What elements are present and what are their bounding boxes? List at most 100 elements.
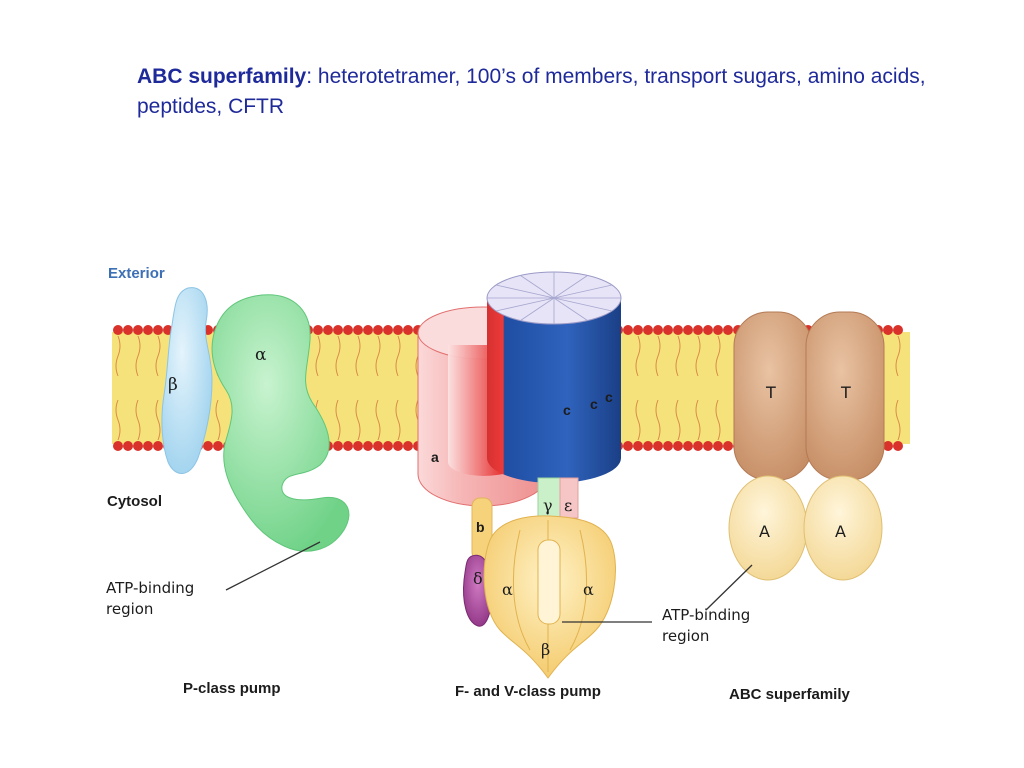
p-atp-binding-label: ATP-binding: [106, 579, 194, 597]
gamma-label: γ: [543, 496, 553, 515]
lipid-head: [333, 441, 343, 451]
lipid-head: [333, 325, 343, 335]
lipid-head: [343, 441, 353, 451]
lipid-head: [403, 325, 413, 335]
b-label: b: [476, 519, 485, 535]
lipid-head: [353, 441, 363, 451]
abc-transporter: T T A A ABC superfamily: [705, 311, 885, 703]
lipid-head: [623, 441, 633, 451]
gamma-shaft: [537, 539, 561, 625]
lipid-head: [363, 441, 373, 451]
c-ring-spoke: [553, 284, 613, 299]
lipid-head: [143, 325, 153, 335]
lipid-head: [403, 441, 413, 451]
lipid-head: [683, 441, 693, 451]
delta-label: δ: [473, 569, 483, 588]
lipid-head: [883, 325, 893, 335]
lipid-head: [113, 325, 123, 335]
epsilon-label: ε: [564, 496, 572, 515]
abc-leader-line: [705, 564, 753, 611]
c-ring-spoke: [553, 297, 588, 321]
lipid-tail: [355, 335, 361, 441]
exterior-label: Exterior: [108, 265, 165, 282]
lipid-tail: [375, 335, 381, 441]
lipid-head: [723, 441, 733, 451]
beta-label: β: [541, 640, 550, 659]
p-atp-leader-line: [225, 541, 321, 591]
a-label: a: [431, 449, 439, 465]
lipid-head: [213, 441, 223, 451]
lipid-head: [323, 325, 333, 335]
lipid-tail: [715, 335, 721, 441]
lipid-tail: [655, 335, 661, 441]
abc-t2-label: T: [840, 383, 851, 402]
lipid-head: [703, 441, 713, 451]
lipid-tail: [395, 335, 401, 441]
c-ring-body: [487, 298, 621, 483]
abc-a1-label: A: [759, 522, 770, 541]
c-ring-spoke: [495, 297, 555, 312]
lipid-head: [383, 325, 393, 335]
lipid-head: [723, 325, 733, 335]
p-region-label: region: [106, 600, 153, 618]
lipid-head: [653, 325, 663, 335]
c-ring-spoke: [553, 297, 613, 312]
abc-a2-label: A: [835, 522, 846, 541]
lipid-head: [123, 325, 133, 335]
lipid-tail: [335, 335, 341, 441]
lipid-tail: [635, 335, 641, 441]
lipid-head: [373, 441, 383, 451]
lipid-tail: [135, 335, 141, 441]
lipid-head: [643, 325, 653, 335]
cytosol-label: Cytosol: [107, 493, 162, 510]
lipid-head: [883, 441, 893, 451]
lipid-head: [703, 325, 713, 335]
lipid-head: [633, 441, 643, 451]
slide-heading: ABC superfamily: heterotetramer, 100’s o…: [137, 62, 987, 122]
lipid-head: [143, 441, 153, 451]
lipid-head: [343, 325, 353, 335]
lipid-head: [313, 325, 323, 335]
lipid-head: [123, 441, 133, 451]
p-beta-label: β: [168, 375, 178, 395]
lipid-tail: [895, 335, 901, 441]
lipid-head: [353, 325, 363, 335]
lipid-head: [673, 441, 683, 451]
p-class-pump: α β ATP-binding region P-class pump: [106, 287, 350, 697]
lipid-head: [693, 325, 703, 335]
lipid-head: [653, 441, 663, 451]
lipid-tail: [695, 335, 701, 441]
lipid-head: [203, 441, 213, 451]
c-label-3: c: [605, 389, 613, 405]
lipid-tail: [675, 335, 681, 441]
p-alpha-subunit: [211, 294, 350, 552]
c-ring-spoke: [553, 275, 588, 299]
p-beta-subunit: [161, 287, 213, 474]
f-v-class-pump: a c c c γ ε b δ α α β ATP-binding region…: [417, 271, 750, 700]
lipid-head: [113, 441, 123, 451]
c-label-1: c: [563, 402, 571, 418]
lipid-head: [893, 441, 903, 451]
lipid-head: [673, 325, 683, 335]
lipid-head: [643, 441, 653, 451]
p-alpha-label: α: [255, 345, 267, 365]
lipid-head: [683, 325, 693, 335]
lipid-head: [133, 441, 143, 451]
lipid-head: [393, 325, 403, 335]
heading-rest: : heterotetramer, 100’s of members, tran…: [137, 65, 926, 118]
c-label-2: c: [590, 396, 598, 412]
fv-class-title: F- and V-class pump: [455, 683, 601, 700]
lipid-head: [363, 325, 373, 335]
lipid-head: [373, 325, 383, 335]
fv-region-label: region: [662, 627, 709, 645]
alpha-left-label: α: [502, 580, 513, 599]
fv-atp-binding-label: ATP-binding: [662, 606, 750, 624]
lipid-head: [663, 441, 673, 451]
c-ring-spoke: [520, 297, 555, 321]
lipid-head: [713, 325, 723, 335]
c-ring-spoke: [495, 284, 555, 299]
c-ring-spokes: [487, 272, 621, 324]
heading-bold: ABC superfamily: [137, 65, 307, 88]
lipid-head: [633, 325, 643, 335]
